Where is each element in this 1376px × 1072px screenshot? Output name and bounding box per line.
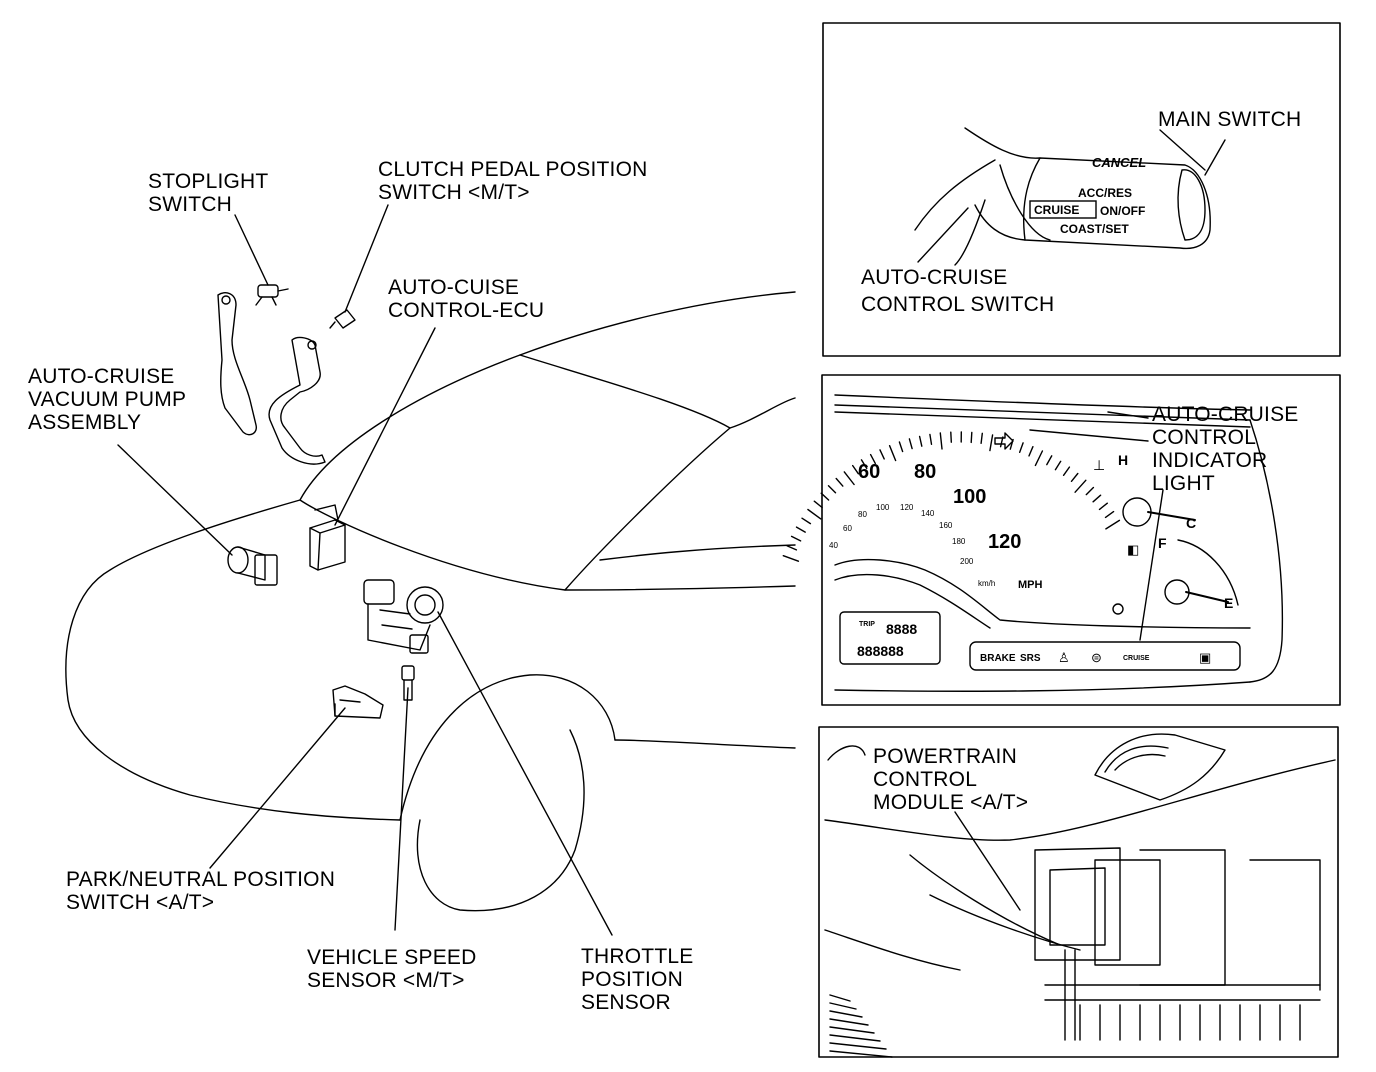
warning-cruise: CRUISE [1123, 655, 1150, 662]
cluster-text: 60 80 100 120 40 60 80 100 120 140 160 1… [829, 452, 1233, 665]
leader-lines [117, 204, 613, 936]
control-switch-label: AUTO-CRUISE CONTROL SWITCH [861, 266, 1055, 316]
vehicle-speed-label: VEHICLE SPEED SENSOR <M/T> [307, 946, 477, 992]
cancel-label: CANCEL [1092, 155, 1146, 170]
indicator-light-label: AUTO-CRUISE CONTROL INDICATOR LIGHT [1152, 403, 1299, 495]
cruise-label: CRUISE [1034, 203, 1079, 217]
mph-tick-120: 120 [988, 531, 1021, 553]
mph-tick-60: 60 [858, 461, 880, 483]
fuel-f-label: F [1158, 535, 1167, 551]
acc-res-label: ACC/RES [1078, 186, 1132, 200]
fuel-e-label: E [1224, 595, 1233, 611]
fuel-warning-icon: ▣ [1199, 650, 1211, 665]
on-off-label: ON/OFF [1100, 204, 1145, 218]
kmh-tick-100: 100 [876, 503, 890, 512]
kmh-tick-120: 120 [900, 503, 914, 512]
coast-set-label: COAST/SET [1060, 222, 1129, 236]
kmh-tick-160: 160 [939, 521, 953, 530]
door-ajar-icon: ⊜ [1091, 650, 1102, 665]
kmh-unit: km/h [978, 579, 995, 588]
car-body [65, 291, 796, 912]
seatbelt-icon: ♙ [1058, 650, 1070, 665]
ecu-part [309, 504, 346, 571]
kmh-tick-60: 60 [843, 524, 852, 533]
odo-bottom: 888888 [857, 643, 904, 659]
fuel-pump-icon: ◧ [1127, 542, 1139, 557]
throttle-body-part [363, 579, 444, 654]
temp-c-label: C [1186, 515, 1196, 531]
clutch-switch-label: CLUTCH PEDAL POSITION SWITCH <M/T> [378, 158, 648, 204]
stoplight-switch-label: STOPLIGHT SWITCH [148, 170, 269, 216]
main-switch-label: MAIN SWITCH [1158, 108, 1302, 131]
kmh-tick-140: 140 [921, 509, 935, 518]
cluster-drawing [782, 394, 1284, 692]
throttle-label: THROTTLE POSITION SENSOR [581, 945, 694, 1014]
switch-panel-text: CANCEL ACC/RES CRUISE ON/OFF COAST/SET [1029, 155, 1146, 236]
pcm-drawing [824, 733, 1336, 1058]
pcm-label: POWERTRAIN CONTROL MODULE <A/T> [873, 745, 1029, 814]
temp-icon: ⊥ [1093, 457, 1105, 473]
mph-tick-80: 80 [914, 461, 936, 483]
kmh-tick-200: 200 [960, 557, 974, 566]
stoplight-switch-part [255, 284, 289, 306]
odo-top: 8888 [886, 621, 917, 637]
mph-unit: MPH [1018, 579, 1043, 591]
kmh-tick-40: 40 [829, 541, 838, 550]
trip-label: TRIP [859, 621, 875, 628]
vacuum-pump-part [227, 546, 278, 586]
cruise-box [1029, 200, 1097, 219]
ecu-label: AUTO-CUISE CONTROL-ECU [388, 276, 545, 322]
temp-h-label: H [1118, 452, 1128, 468]
cruise-switch-drawing [914, 127, 1226, 266]
warning-brake: BRAKE [980, 653, 1016, 664]
warning-srs: SRS [1020, 653, 1041, 664]
clutch-switch-part [329, 309, 356, 329]
brake-pedal [217, 292, 257, 436]
clutch-pedal [268, 336, 326, 465]
park-neutral-label: PARK/NEUTRAL POSITION SWITCH <A/T> [66, 868, 336, 914]
mph-tick-100: 100 [953, 486, 986, 508]
kmh-tick-80: 80 [858, 510, 867, 519]
park-neutral-switch-part [332, 685, 384, 719]
kmh-tick-180: 180 [952, 537, 966, 546]
vacuum-pump-label: AUTO-CRUISE VACUUM PUMP ASSEMBLY [28, 365, 187, 434]
panel-frames [818, 22, 1341, 1058]
